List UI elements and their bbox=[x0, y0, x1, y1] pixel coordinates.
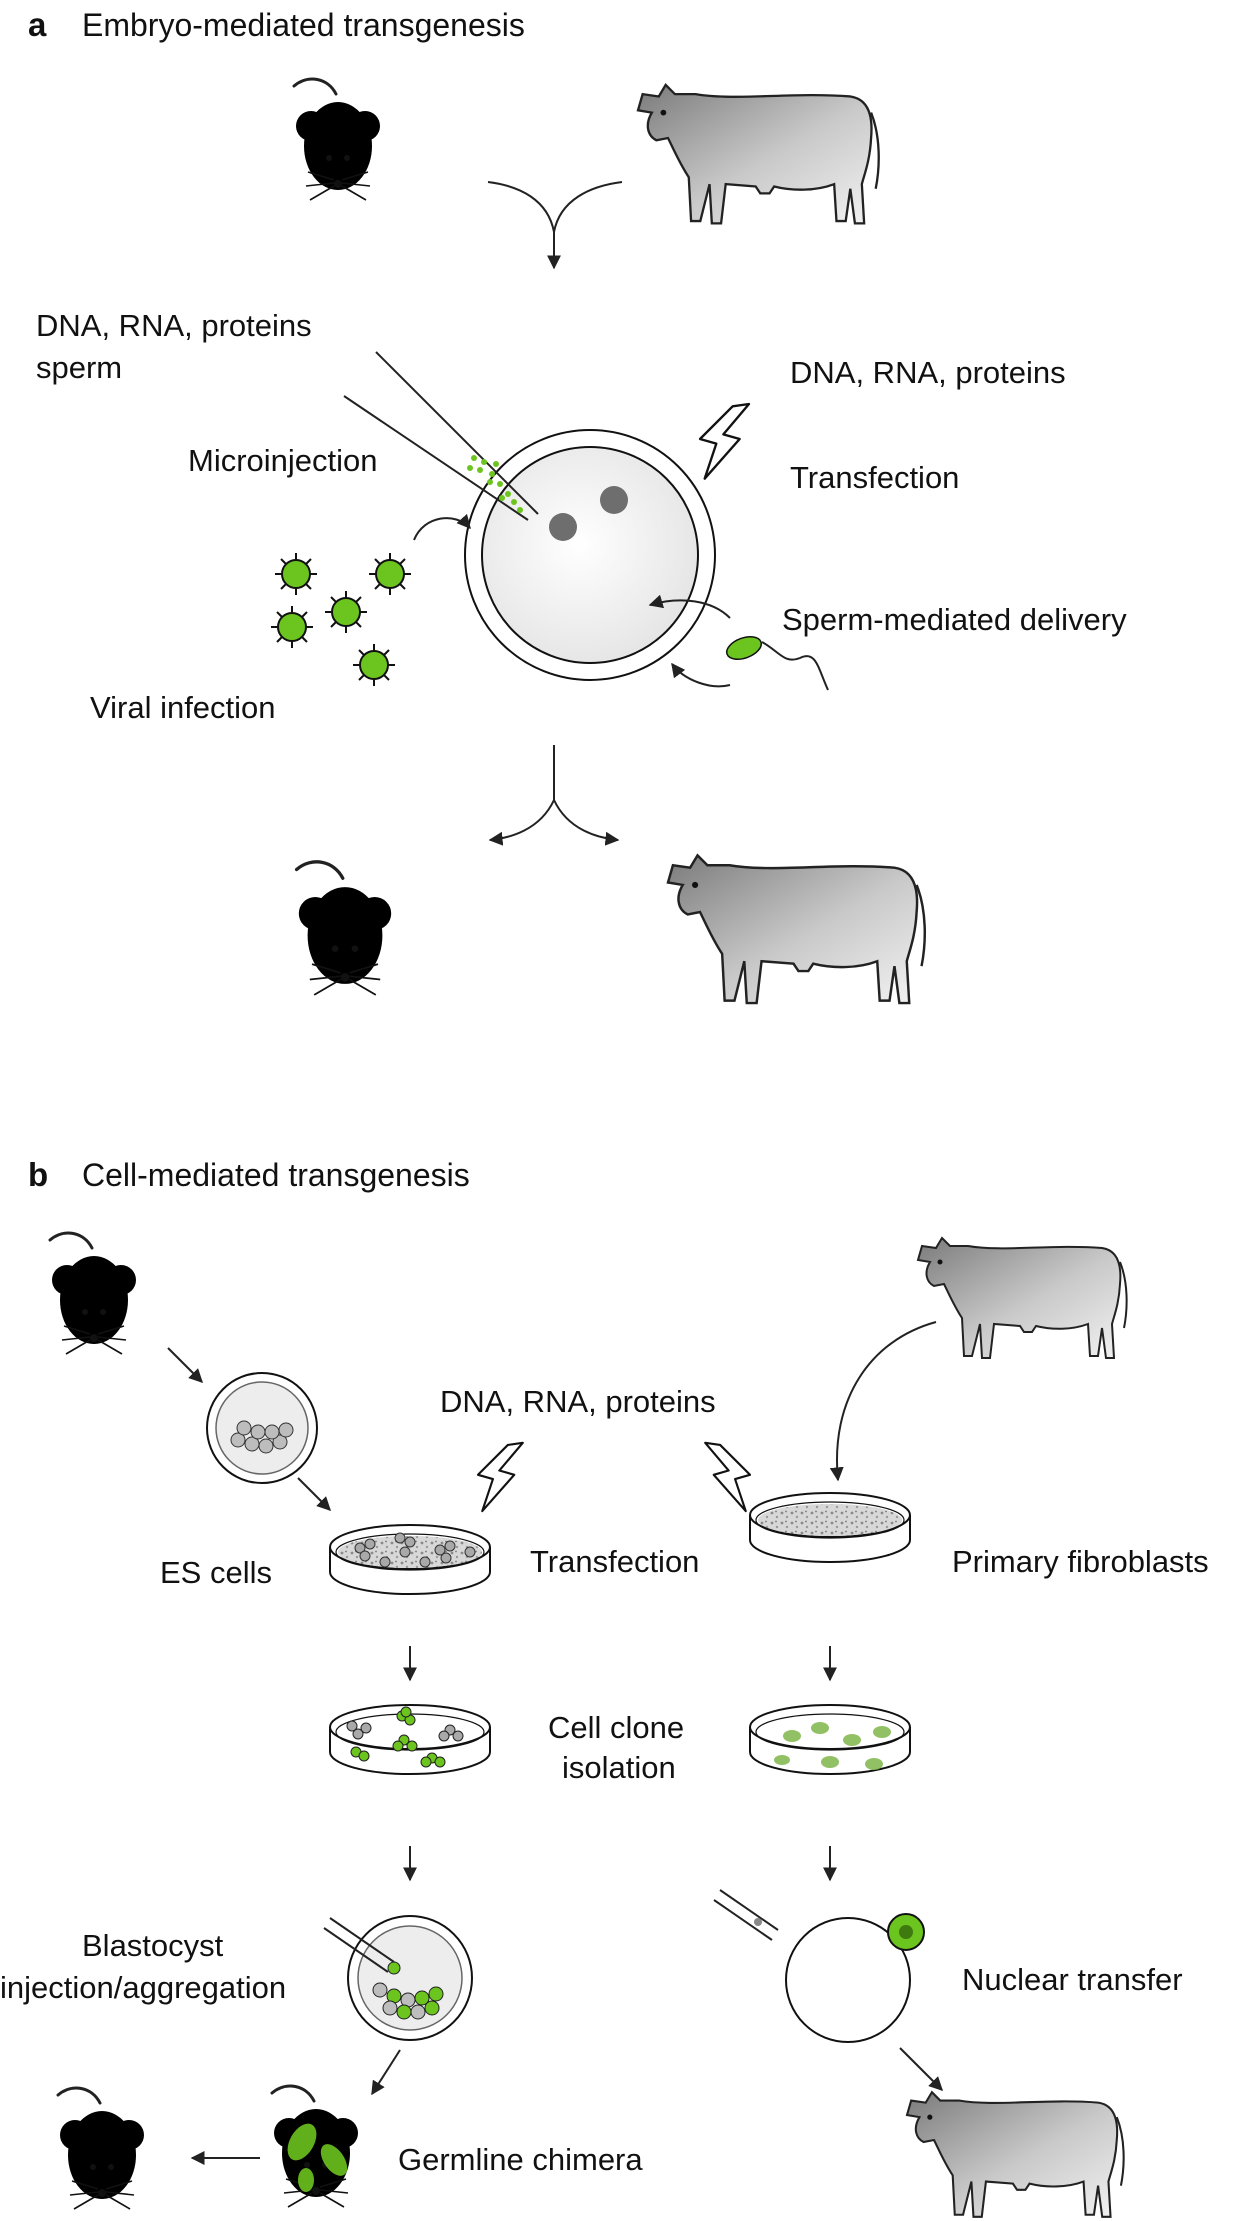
panel-b-title: Cell-mediated transgenesis bbox=[82, 1157, 470, 1193]
virus-icon bbox=[270, 605, 314, 649]
virus-cluster bbox=[270, 552, 412, 687]
arrow-to-es-dish bbox=[297, 1477, 331, 1511]
arrow-to-chimera bbox=[371, 2049, 401, 2096]
split-arrow-right bbox=[553, 799, 620, 846]
panel-b-letter: b bbox=[28, 1156, 48, 1193]
microinjection-label: Microinjection bbox=[188, 443, 378, 478]
dna-right-label: DNA, RNA, proteins bbox=[790, 355, 1066, 390]
panel-a-title: Embryo-mediated transgenesis bbox=[82, 7, 525, 43]
dna-center-label: DNA, RNA, proteins bbox=[440, 1384, 716, 1419]
germline-chimera-label: Germline chimera bbox=[398, 2142, 643, 2177]
nuclear-transfer-label: Nuclear transfer bbox=[962, 1962, 1183, 1997]
clone-label-2: isolation bbox=[562, 1750, 676, 1785]
lightning-icon bbox=[704, 1441, 752, 1513]
pipette-icon bbox=[343, 351, 539, 521]
mouse-icon bbox=[270, 2084, 360, 2209]
transfection-label: Transfection bbox=[790, 460, 959, 495]
nuclear-transfer-oocyte bbox=[713, 1889, 925, 2043]
blastocyst-label-2: injection/aggregation bbox=[0, 1970, 286, 2005]
zygote-icon bbox=[464, 429, 716, 681]
culture-dish-icon bbox=[329, 1704, 491, 1775]
panel-a-letter: a bbox=[28, 6, 47, 43]
lightning-icon bbox=[476, 1441, 524, 1513]
viral-infection-label: Viral infection bbox=[90, 690, 276, 725]
sperm-arrow-1 bbox=[648, 594, 731, 619]
mouse-icon bbox=[56, 2086, 146, 2211]
split-arrow-left bbox=[488, 799, 555, 846]
sperm-delivery-label: Sperm-mediated delivery bbox=[782, 602, 1127, 637]
arrow-to-green-cow bbox=[899, 2047, 943, 2091]
blastocyst-icon bbox=[206, 1372, 318, 1484]
lightning-icon bbox=[698, 402, 751, 480]
blastocyst-label-1: Blastocyst bbox=[82, 1928, 224, 1963]
dna-sperm-label-1: DNA, RNA, proteins bbox=[36, 308, 312, 343]
sperm-icon bbox=[725, 636, 829, 691]
virus-icon bbox=[324, 590, 368, 634]
chimera-mouse bbox=[270, 2084, 360, 2209]
merge-arrow bbox=[487, 181, 623, 233]
blastocyst-icon bbox=[323, 1915, 473, 2041]
virus-icon bbox=[274, 552, 318, 596]
cow-icon bbox=[666, 854, 927, 1005]
viral-arrow bbox=[413, 513, 471, 541]
cow-icon bbox=[905, 2091, 1125, 2218]
clone-label-1: Cell clone bbox=[548, 1710, 684, 1745]
culture-dish-icon bbox=[749, 1492, 911, 1563]
mouse-icon bbox=[294, 860, 393, 997]
arrow-cow-to-dish bbox=[829, 1321, 937, 1482]
culture-dish-icon bbox=[749, 1704, 911, 1775]
dna-sperm-label-2: sperm bbox=[36, 350, 122, 385]
virus-icon bbox=[352, 643, 396, 687]
transfection-center-label: Transfection bbox=[530, 1544, 699, 1579]
es-cells-label: ES cells bbox=[160, 1555, 272, 1590]
mouse-icon bbox=[292, 77, 382, 202]
culture-dish-icon bbox=[329, 1524, 491, 1595]
virus-icon bbox=[368, 552, 412, 596]
primary-fibroblasts-label: Primary fibroblasts bbox=[952, 1544, 1209, 1579]
cow-icon bbox=[917, 1237, 1128, 1359]
mouse-icon bbox=[48, 1231, 138, 1356]
arrow-to-blastocyst bbox=[167, 1347, 203, 1383]
sperm-arrow-2 bbox=[671, 662, 731, 688]
cow-icon bbox=[636, 83, 880, 225]
